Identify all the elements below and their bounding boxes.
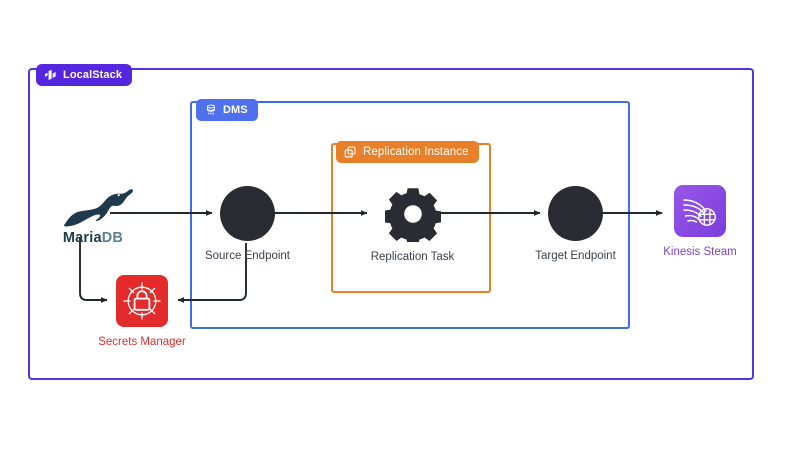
- circle-node-icon: [548, 186, 603, 241]
- node-mariadb[interactable]: MariaDB: [47, 186, 139, 246]
- node-mariadb-label: MariaDB: [63, 230, 123, 246]
- node-source-endpoint-label: Source Endpoint: [204, 250, 291, 262]
- node-replication-task-label: Replication Task: [370, 251, 455, 263]
- node-secrets-manager-label: Secrets Manager: [98, 336, 186, 348]
- node-secrets-manager[interactable]: Secrets Manager: [92, 275, 192, 348]
- node-kinesis-stream[interactable]: Kinesis Steam: [655, 185, 745, 258]
- node-source-endpoint[interactable]: Source Endpoint: [190, 186, 305, 262]
- node-kinesis-stream-label: Kinesis Steam: [663, 246, 737, 258]
- database-icon: [204, 104, 217, 117]
- localstack-logo-icon: [44, 69, 57, 82]
- kinesis-stream-icon: [674, 185, 726, 237]
- group-box-localstack: [28, 68, 754, 380]
- circle-node-icon: [220, 186, 275, 241]
- group-box-dms: [190, 101, 630, 329]
- badge-dms: DMS: [196, 99, 258, 121]
- copy-icon: [344, 146, 357, 159]
- node-replication-task[interactable]: Replication Task: [355, 186, 470, 263]
- gear-icon: [384, 186, 441, 242]
- mariadb-label-part-a: Maria: [62, 230, 102, 246]
- badge-localstack: LocalStack: [36, 64, 133, 86]
- secrets-lock-icon: [116, 275, 168, 327]
- badge-dms-label: DMS: [223, 104, 248, 116]
- node-target-endpoint[interactable]: Target Endpoint: [518, 186, 633, 262]
- badge-replication-instance: Replication Instance: [336, 141, 479, 163]
- mariadb-seal-icon: [50, 186, 136, 228]
- node-target-endpoint-label: Target Endpoint: [535, 250, 616, 262]
- badge-localstack-label: LocalStack: [63, 69, 123, 81]
- badge-replication-instance-label: Replication Instance: [363, 146, 469, 158]
- mariadb-label-part-b: DB: [101, 230, 124, 246]
